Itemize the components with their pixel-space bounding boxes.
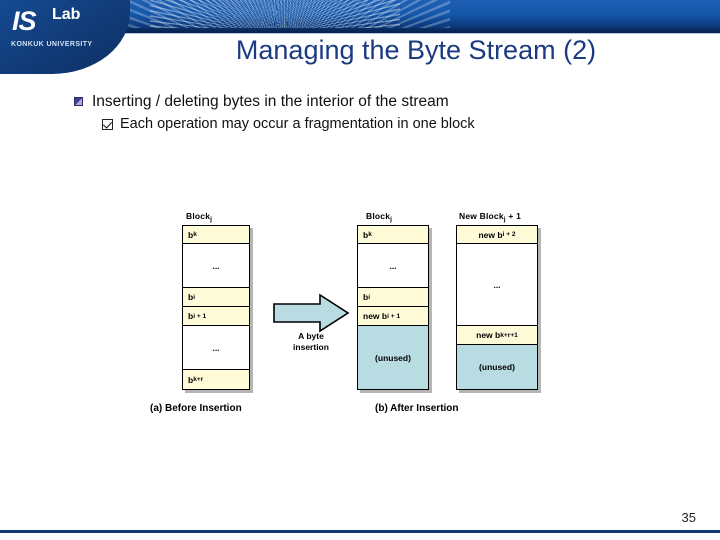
block-row-subscript: k+r	[193, 376, 204, 383]
caption-after: (b) After Insertion	[375, 403, 459, 414]
bullet-level1-label: Inserting / deleting bytes in the interi…	[92, 93, 449, 110]
block-row-label: b	[363, 292, 369, 302]
block-label-main: New Block	[459, 211, 504, 221]
block-row: ...	[457, 244, 537, 326]
logo-lab-text: Lab	[52, 6, 81, 23]
block-row-label: (unused)	[479, 362, 515, 372]
header-ray-texture-inner	[150, 0, 400, 33]
block-row-label: b	[188, 229, 194, 240]
bullet-item-level1: Inserting / deleting bytes in the interi…	[74, 92, 674, 111]
block-label-main: Block	[186, 211, 211, 221]
block-row: ...	[183, 244, 249, 288]
block-row-label: ...	[212, 260, 220, 271]
page-title: Managing the Byte Stream (2)	[235, 35, 597, 65]
block-label-1: Blockj	[366, 211, 392, 223]
block-row: (unused)	[358, 326, 428, 389]
block-row-label: ...	[212, 342, 220, 353]
arrow-right-icon	[273, 293, 350, 333]
block-row: (unused)	[457, 345, 537, 389]
block-row-subscript: i	[368, 293, 371, 301]
header-hairline	[0, 33, 720, 34]
block-row-subscript: k+r+1	[500, 331, 518, 339]
block-label-subscript: j	[503, 216, 506, 223]
block-row: ...	[183, 326, 249, 370]
block-row-label: ...	[493, 279, 501, 290]
header-dark-stripe	[0, 28, 720, 33]
square-bullet-icon	[74, 97, 83, 106]
block-row-label: b	[188, 374, 194, 385]
block-row-subscript: i + 1	[193, 312, 207, 320]
byte-insertion-arrow	[272, 293, 350, 333]
caption-before: (a) Before Insertion	[150, 403, 242, 414]
block-row-subscript: i + 2	[502, 231, 516, 238]
block-row: ...	[358, 244, 428, 288]
bullet-level2-label: Each operation may occur a fragmentation…	[120, 116, 475, 133]
block-row-label: new b	[363, 311, 388, 321]
block-row-label: new b	[478, 229, 503, 240]
block-row-subscript: k	[368, 231, 372, 238]
block-row-label: b	[188, 292, 194, 302]
header-ray-texture	[120, 0, 450, 33]
block-label-subscript: j	[390, 216, 393, 223]
block-row-label: new b	[476, 330, 501, 340]
block-row-label: (unused)	[375, 352, 411, 363]
block-label-0: Blockj	[186, 211, 212, 223]
arrow-caption-line1: A byte	[298, 331, 324, 341]
page-number: 35	[681, 510, 696, 525]
logo-is-text: IS	[12, 6, 36, 36]
bullet-item-level2: Each operation may occur a fragmentation…	[102, 115, 674, 133]
bullet-list: Inserting / deleting bytes in the interi…	[74, 92, 674, 134]
block-label-tail: + 1	[505, 211, 522, 221]
block-row-subscript: k	[193, 231, 197, 238]
block-label-2: New Blockj + 1	[459, 211, 521, 223]
footer-white-strip	[0, 533, 720, 540]
block-label-subscript: j	[210, 216, 213, 223]
footer-navy-bar	[0, 530, 720, 533]
block-row-label: b	[363, 229, 369, 240]
block-row-subscript: i	[193, 293, 196, 301]
block-row-subscript: i + 1	[387, 312, 401, 320]
arrow-caption-line2: insertion	[293, 342, 329, 353]
logo-university-text: KONKUK UNIVERSITY	[11, 41, 93, 48]
block-label-main: Block	[366, 211, 391, 221]
arrow-caption: A byte insertion	[265, 331, 357, 354]
checkbox-bullet-icon	[102, 119, 113, 131]
block-row-label: ...	[389, 260, 397, 271]
logo-badge: IS Lab KONKUK UNIVERSITY	[0, 0, 130, 74]
block-row-label: b	[188, 311, 194, 321]
